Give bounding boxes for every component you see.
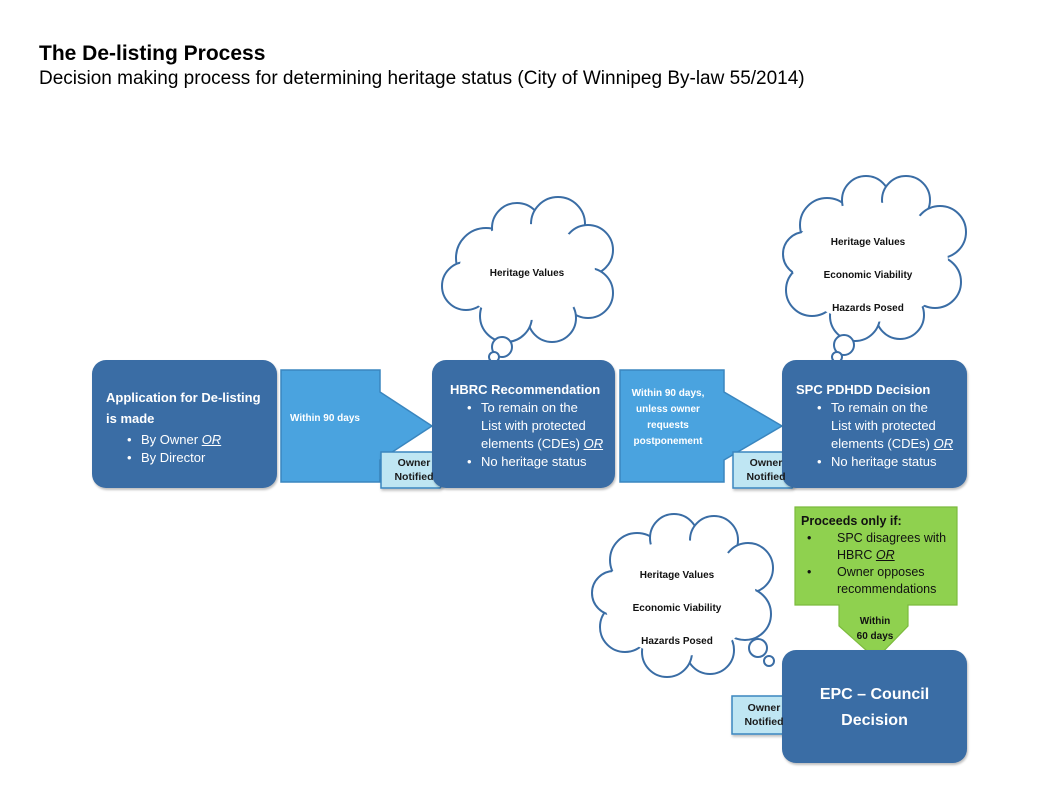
proceeds-item-spc: • SPC disagrees with HBRC OR: [807, 531, 947, 562]
arrow-2-label: Within 90 days, unless owner requests po…: [631, 388, 705, 447]
arrow-within-90-days: [280, 369, 434, 483]
arrow-green-proceeds: [794, 506, 958, 660]
thought-cloud-epc: [591, 513, 775, 678]
thought-cloud-spc: [782, 175, 967, 363]
thought-cloud-hbrc: [441, 196, 614, 363]
cloud-3-text: Heritage Values Economic Viability Hazar…: [632, 570, 722, 647]
application-item-owner: By Owner OR: [127, 431, 277, 449]
epc-line-2: Decision: [841, 712, 908, 729]
epc-line-1: EPC – Council: [819, 686, 930, 703]
page-subtitle: Decision making process for determining …: [39, 68, 805, 89]
cloud-1-text: Heritage Values: [489, 268, 565, 279]
epc-council-box: EPC – Council Decision: [782, 650, 967, 763]
spc-heading: SPC PDHDD Decision: [796, 382, 931, 397]
arrow-within-90-days-postponement: [619, 369, 784, 483]
application-box: Application for De-listing is made By Ow…: [92, 360, 277, 488]
spc-item-no-status: No heritage status: [817, 453, 967, 471]
application-heading-2: is made: [106, 411, 155, 426]
hbrc-heading: HBRC Recommendation: [450, 382, 601, 397]
hbrc-item-no-status: No heritage status: [467, 453, 615, 471]
application-item-director: By Director: [127, 449, 277, 467]
arrow-3-label: Within 60 days: [856, 616, 894, 642]
spc-item-remain: To remain on the List with protected ele…: [817, 399, 967, 453]
application-heading-1: Application for De-listing: [106, 390, 261, 405]
proceeds-heading: Proceeds only if:: [801, 514, 902, 528]
hbrc-item-remain: To remain on the List with protected ele…: [467, 399, 615, 453]
arrow-1-label: Within 90 days: [290, 413, 360, 424]
spc-decision-box: SPC PDHDD Decision To remain on the List…: [782, 360, 967, 488]
hbrc-recommendation-box: HBRC Recommendation To remain on the Lis…: [432, 360, 615, 488]
cloud-2-text: Heritage Values Economic Viability Hazar…: [823, 237, 913, 314]
proceeds-item-owner: • Owner opposes recommendations: [807, 565, 937, 596]
proceeds-conditions: Proceeds only if: • SPC disagrees with H…: [801, 514, 957, 598]
page-title: The De-listing Process: [39, 42, 266, 65]
